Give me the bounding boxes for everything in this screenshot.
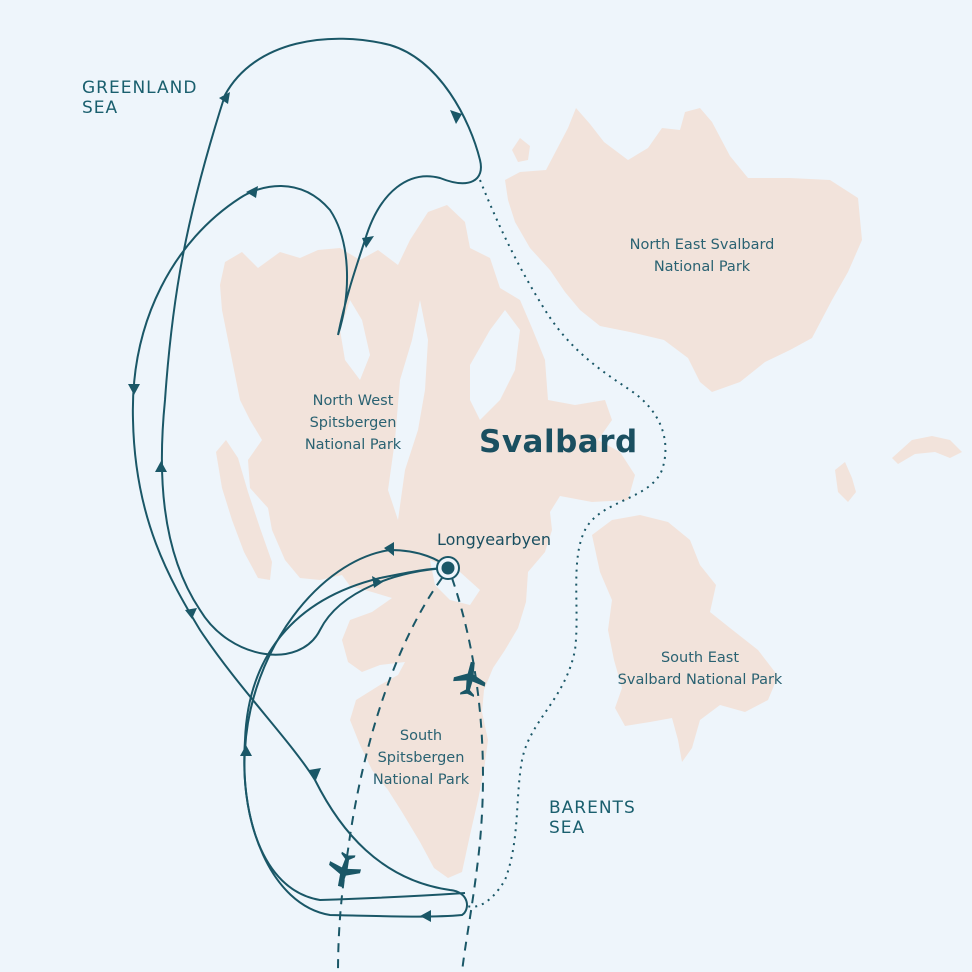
route-arrow-icon [372, 576, 383, 588]
flight-line-west [337, 577, 443, 972]
barents-sea-line-2: SEA [549, 818, 586, 838]
park-south-line-2: Spitsbergen [377, 750, 465, 766]
route-dotted-east [464, 179, 667, 908]
greenland-sea-line-1: GREENLAND [82, 78, 198, 98]
route-arrow-icon [219, 92, 230, 104]
barents-sea-line-1: BARENTS [549, 798, 636, 818]
nordaustlandet-island [505, 108, 862, 392]
flight-line-east [451, 577, 484, 972]
route-arrow-icon [450, 110, 462, 124]
location-marker-icon [436, 556, 460, 580]
park-south-east-line-1: South East [660, 650, 740, 666]
edgeoya-island [592, 515, 778, 762]
route-arrow-icon [362, 236, 374, 248]
route-arrow-icon [128, 384, 140, 395]
park-south-line-1: South [399, 728, 443, 744]
park-north-west-line-3: National Park [304, 437, 402, 453]
route-arrow-icon [420, 910, 431, 922]
flight-routes [337, 577, 484, 972]
route-arrow-icon [155, 461, 167, 472]
route-arrow-icon [240, 745, 252, 756]
cruise-routes [131, 37, 482, 918]
park-north-west-line-2: Spitsbergen [309, 415, 397, 431]
route-west-loop [131, 37, 482, 918]
barents-sea-label: BARENTS SEA [549, 798, 636, 838]
park-label-north-west: North West Spitsbergen National Park [288, 390, 418, 456]
airplanes [329, 661, 486, 887]
islet-east-2 [892, 436, 962, 464]
park-label-south: South Spitsbergen National Park [356, 725, 486, 791]
map-title: Svalbard [479, 424, 638, 460]
park-south-line-3: National Park [372, 772, 470, 788]
route-arrows [128, 92, 462, 922]
route-arrow-icon [246, 186, 258, 198]
route-arrow-icon [185, 608, 197, 619]
forland-island [216, 440, 272, 580]
route-arrow-icon [384, 542, 394, 556]
park-label-north-east: North East Svalbard National Park [617, 234, 787, 278]
town-label-longyearbyen: Longyearbyen [437, 530, 552, 549]
airplane-icon [329, 851, 362, 887]
spitsbergen-island [220, 205, 635, 878]
land-masses [216, 108, 962, 878]
islet-east-1 [835, 462, 856, 502]
park-north-east-line-1: North East Svalbard [629, 237, 775, 253]
greenland-sea-label: GREENLAND SEA [82, 78, 197, 118]
park-north-east-line-2: National Park [653, 259, 751, 275]
park-north-west-line-1: North West [312, 393, 394, 409]
airplane-icon [453, 661, 486, 697]
islet-north [512, 138, 530, 162]
greenland-sea-line-2: SEA [82, 98, 119, 118]
park-label-south-east: South East Svalbard National Park [607, 647, 793, 691]
route-arrow-icon [309, 768, 321, 780]
park-south-east-line-2: Svalbard National Park [617, 672, 783, 688]
fjords [340, 300, 520, 605]
